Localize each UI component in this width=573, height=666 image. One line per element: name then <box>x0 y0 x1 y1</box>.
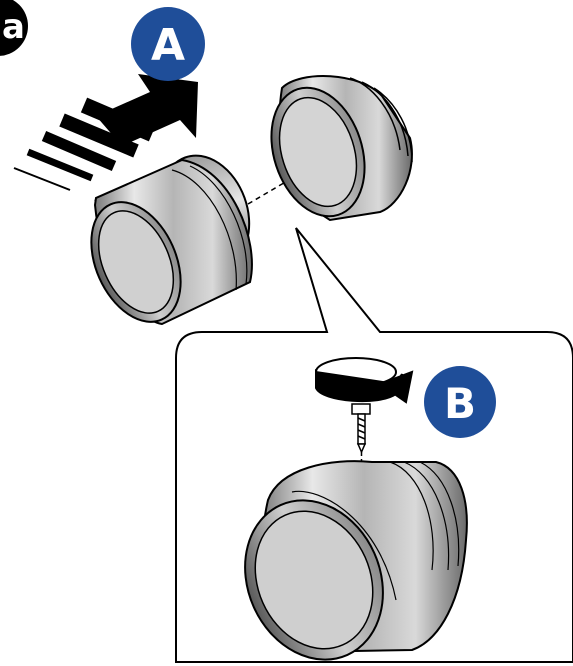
duct-reducer <box>256 76 412 229</box>
callout-b-badge: B <box>424 366 496 438</box>
callout-a-label: A <box>151 20 185 71</box>
duct-sleeve <box>74 143 264 336</box>
callout-a-badge: A <box>131 7 205 81</box>
step-marker-label: a <box>2 7 25 47</box>
callout-b-label: B <box>444 379 476 428</box>
step-marker: a <box>0 0 28 56</box>
